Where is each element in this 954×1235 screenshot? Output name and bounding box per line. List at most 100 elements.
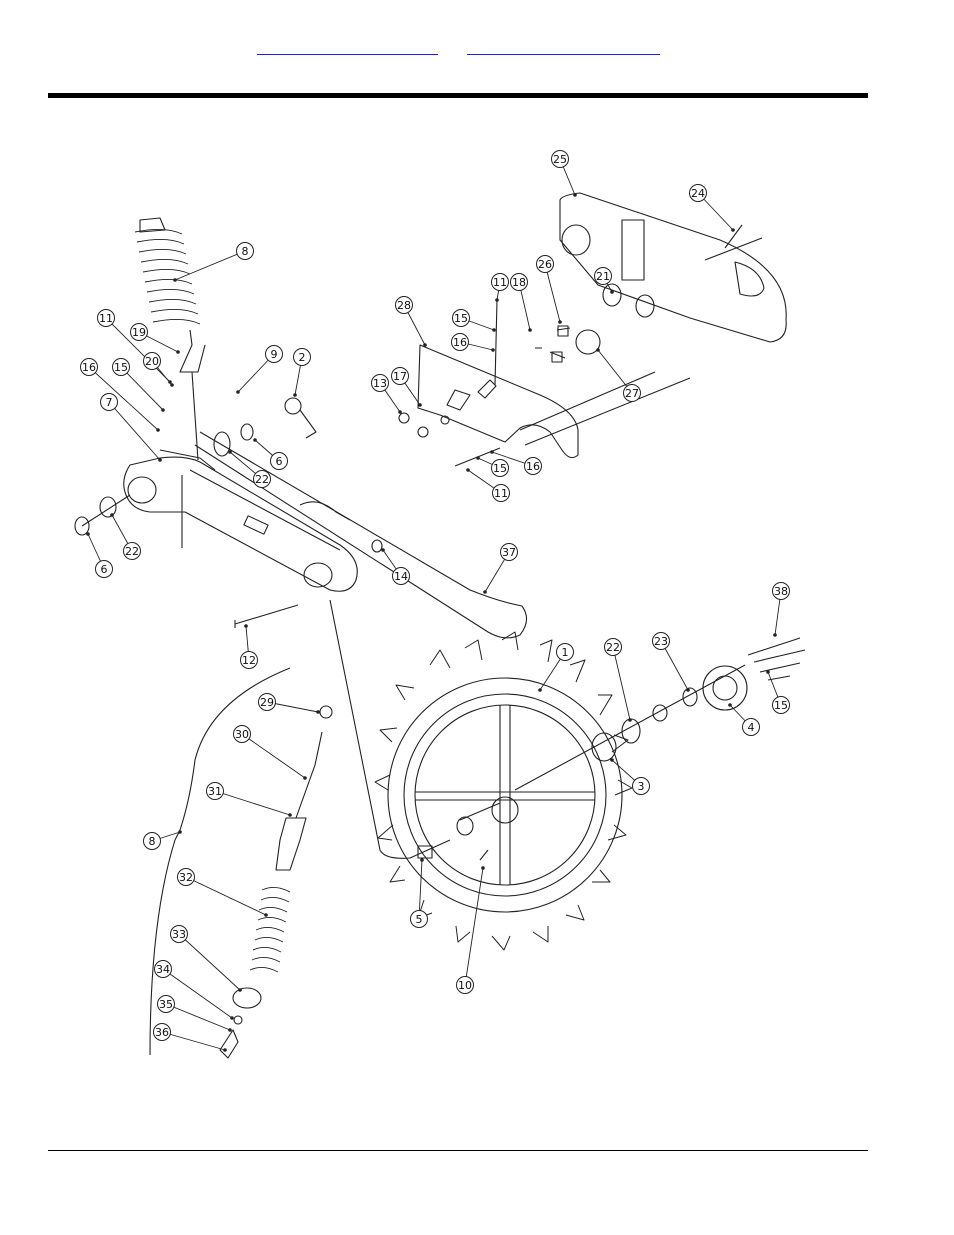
- callout-label: 22: [125, 545, 139, 558]
- callout-arrowhead: [628, 718, 632, 722]
- callout-label: 14: [394, 570, 408, 583]
- callout-leader: [215, 791, 290, 815]
- callout-leader: [163, 969, 232, 1018]
- callout-arrowhead: [293, 393, 297, 397]
- callout-label: 11: [494, 487, 508, 500]
- callout-arrowhead: [303, 776, 307, 780]
- callout-label: 5: [416, 913, 423, 926]
- callout-arrowhead: [495, 298, 499, 302]
- callout-label: 1: [562, 646, 569, 659]
- callout-leader: [162, 1032, 225, 1050]
- callout-label: 34: [156, 963, 170, 976]
- callout-label: 27: [625, 387, 639, 400]
- callout-arrowhead: [253, 438, 257, 442]
- callout-label: 28: [397, 299, 411, 312]
- callout-arrowhead: [316, 710, 320, 714]
- callout-leader: [465, 868, 483, 985]
- callout-label: 25: [553, 153, 567, 166]
- callout-label: 35: [159, 998, 173, 1011]
- callout-arrowhead: [173, 278, 177, 282]
- callout-arrowhead: [228, 450, 232, 454]
- callout-label: 36: [155, 1026, 169, 1039]
- callout-label: 10: [458, 979, 472, 992]
- callout-label: 37: [502, 546, 516, 559]
- callout-leader: [175, 251, 245, 280]
- callout-label: 17: [393, 370, 407, 383]
- callout-arrowhead: [766, 670, 770, 674]
- callout-arrowhead: [228, 1028, 232, 1032]
- callout-leader: [89, 367, 158, 430]
- callout-label: 29: [260, 696, 274, 709]
- callout-arrowhead: [610, 758, 614, 762]
- callout-arrowhead: [731, 228, 735, 232]
- callout-leader: [186, 877, 266, 915]
- callout-arrowhead: [86, 532, 90, 536]
- callout-label: 30: [235, 728, 249, 741]
- callout-label: 31: [208, 785, 222, 798]
- callout-label: 11: [99, 312, 113, 325]
- callout-arrowhead: [492, 328, 496, 332]
- callout-arrowhead: [610, 290, 614, 294]
- callout-label: 16: [453, 336, 467, 349]
- callout-arrowhead: [381, 548, 385, 552]
- callout-label: 15: [774, 699, 788, 712]
- callout-bubbles: 1234566788910111111121314151515151616161…: [81, 151, 790, 1052]
- header-rule: [48, 93, 868, 98]
- callout-label: 12: [242, 654, 256, 667]
- callout-label: 15: [454, 312, 468, 325]
- callout-arrowhead: [264, 913, 268, 917]
- callout-arrowhead: [156, 428, 160, 432]
- callout-leader: [242, 734, 305, 778]
- exploded-parts-diagram: 1234566788910111111121314151515151616161…: [66, 140, 872, 1080]
- callout-label: 18: [512, 276, 526, 289]
- callout-label: 16: [82, 361, 96, 374]
- callout-leader: [109, 402, 160, 460]
- callout-label: 24: [691, 187, 705, 200]
- callout-label: 6: [101, 563, 108, 576]
- callout-label: 8: [149, 835, 156, 848]
- callout-arrowhead: [476, 456, 480, 460]
- callout-label: 16: [526, 460, 540, 473]
- callout-label: 8: [242, 245, 249, 258]
- callout-label: 9: [271, 348, 278, 361]
- callout-arrowhead: [223, 1048, 227, 1052]
- callout-arrowhead: [161, 408, 165, 412]
- callout-label: 6: [276, 455, 283, 468]
- callout-arrowhead: [178, 830, 182, 834]
- callout-arrowhead: [573, 193, 577, 197]
- callout-arrowhead: [176, 350, 180, 354]
- callout-label: 3: [638, 780, 645, 793]
- callout-label: 11: [493, 276, 507, 289]
- callout-label: 23: [654, 635, 668, 648]
- callout-label: 7: [106, 396, 113, 409]
- callout-arrowhead: [236, 390, 240, 394]
- nav-link-left[interactable]: [257, 40, 438, 55]
- callout-arrowhead: [170, 383, 174, 387]
- callout-label: 22: [255, 473, 269, 486]
- callout-arrowhead: [158, 458, 162, 462]
- callout-arrowhead: [110, 513, 114, 517]
- callout-arrowhead: [398, 410, 402, 414]
- callout-arrowhead: [230, 1016, 234, 1020]
- callout-arrowhead: [466, 468, 470, 472]
- callout-label: 15: [493, 462, 507, 475]
- callout-label: 22: [606, 641, 620, 654]
- callout-arrowhead: [288, 813, 292, 817]
- nav-link-right[interactable]: [467, 40, 660, 55]
- callout-label: 13: [373, 377, 387, 390]
- callout-arrowhead: [483, 590, 487, 594]
- callout-label: 26: [538, 258, 552, 271]
- footer-rule: [48, 1150, 868, 1151]
- callout-arrowhead: [773, 633, 777, 637]
- callout-leader: [179, 934, 240, 990]
- callout-arrowhead: [596, 348, 600, 352]
- callout-leader: [166, 1004, 230, 1030]
- callout-arrowhead: [728, 703, 732, 707]
- callout-label: 20: [145, 355, 159, 368]
- callout-arrowhead: [558, 320, 562, 324]
- callout-leader: [613, 647, 630, 720]
- callout-arrowhead: [423, 343, 427, 347]
- callout-arrowhead: [420, 858, 424, 862]
- callout-arrowhead: [490, 450, 494, 454]
- callout-arrowhead: [686, 688, 690, 692]
